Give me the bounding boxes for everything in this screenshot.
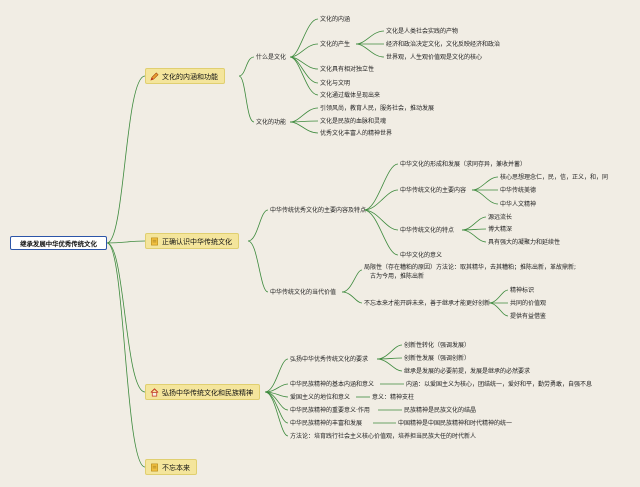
home-icon <box>150 388 159 397</box>
node-function-item[interactable]: 引领风尚，教育人民，服务社会，推动发展 <box>320 105 435 112</box>
node-patriotism-detail[interactable]: 意义：精神支柱 <box>372 394 415 401</box>
node-culture-carrier[interactable]: 文化通过载体呈现出来 <box>320 92 381 99</box>
node-culture-connotation[interactable]: 文化的内涵 <box>320 16 351 23</box>
node-forget-item[interactable]: 共同的价值观 <box>510 300 547 307</box>
node-significance[interactable]: 中华文化的意义 <box>400 252 443 259</box>
node-forget-origin[interactable]: 不忘本来才能开辟未来，善于继承才能更好创新 <box>364 300 491 307</box>
document-icon <box>151 237 158 246</box>
node-promote-item[interactable]: 继承是发展的必要前提，发展是继承的必然要求 <box>404 368 531 375</box>
node-main-item[interactable]: 中华人文精神 <box>500 201 537 208</box>
node-forget-item[interactable]: 精神标识 <box>510 287 535 294</box>
node-forget-item[interactable]: 提供有益借鉴 <box>510 313 547 320</box>
node-national-spirit[interactable]: 中华民族精神的基本内涵和意义 <box>290 381 375 388</box>
node-culture-origin[interactable]: 文化的产生 <box>320 41 351 48</box>
branch-culture-connotation[interactable]: 文化的内涵和功能 <box>145 68 225 84</box>
branch-not-forget-origin[interactable]: 不忘本来 <box>145 459 197 475</box>
node-origin-item[interactable]: 世界观，人生观价值观是文化的核心 <box>386 54 483 61</box>
pencil-icon <box>150 72 159 81</box>
node-spirit-detail[interactable]: 内涵：以爱国主义为核心，团结统一，爱好和平，勤劳勇敢，自强不息 <box>406 381 593 388</box>
node-promote-requirements[interactable]: 弘扬中华优秀传统文化的要求 <box>290 356 369 363</box>
node-limitation-cont[interactable]: 古为今用，推陈出新 <box>370 273 425 280</box>
node-contemporary-value[interactable]: 中华传统文化的当代价值 <box>270 289 337 296</box>
root-topic[interactable]: 继承发展中华优秀传统文化 <box>10 236 107 250</box>
node-limitation[interactable]: 局限性（存在糟粕的原因）方法论：取其精华，去其糟粕；推陈出新，革故鼎新; <box>364 264 577 271</box>
node-formation[interactable]: 中华文化的形成和发展（求同存异，兼收并蓄） <box>400 161 527 168</box>
node-origin-item[interactable]: 经济和政治决定文化，文化反映经济和政治 <box>386 41 501 48</box>
node-spirit-development[interactable]: 中华民族精神的丰富和发展 <box>290 420 363 427</box>
node-importance-detail[interactable]: 民族精神是民族文化的结晶 <box>404 407 477 414</box>
node-main-item[interactable]: 核心思想理念仁，民，信，正义，和，同 <box>500 174 609 181</box>
node-feature-item[interactable]: 具有强大的凝聚力和延续性 <box>488 239 561 246</box>
node-function-item[interactable]: 文化是民族的血脉和灵魂 <box>320 118 387 125</box>
node-main-item[interactable]: 中华传统美德 <box>500 187 537 194</box>
branch-national-spirit[interactable]: 弘扬中华传统文化和民族精神 <box>145 384 260 400</box>
node-methodology[interactable]: 方法论：培育践行社会主义核心价值观，培养担当民族大任的时代新人 <box>290 433 477 440</box>
node-origin-item[interactable]: 文化是人类社会实践的产物 <box>386 28 459 35</box>
branch-label: 弘扬中华传统文化和民族精神 <box>162 389 253 397</box>
node-function-item[interactable]: 优秀文化丰富人的精神世界 <box>320 130 393 137</box>
document-icon <box>151 463 158 472</box>
node-main-content-features[interactable]: 中华传统优秀文化的主要内容及特点 <box>270 207 367 214</box>
branch-label: 不忘本来 <box>162 464 190 472</box>
node-promote-item[interactable]: 创新性发展（强调创新） <box>404 355 471 362</box>
node-features[interactable]: 中华传统文化的特点 <box>400 227 455 234</box>
node-feature-item[interactable]: 博大精深 <box>488 226 513 233</box>
node-what-is-culture[interactable]: 什么是文化 <box>256 54 287 61</box>
node-main-content[interactable]: 中华传统文化的主要内容 <box>400 187 467 194</box>
branch-traditional-culture[interactable]: 正确认识中华传统文化 <box>145 233 239 249</box>
node-culture-civilization[interactable]: 文化与文明 <box>320 80 351 87</box>
node-rich-detail[interactable]: 中国精神是中国民族精神和时代精神的统一 <box>398 420 513 427</box>
node-feature-item[interactable]: 源远流长 <box>488 214 513 221</box>
node-culture-independence[interactable]: 文化具有相对独立性 <box>320 66 375 73</box>
branch-label: 文化的内涵和功能 <box>162 73 218 81</box>
branch-label: 正确认识中华传统文化 <box>162 238 232 246</box>
node-spirit-importance[interactable]: 中华民族精神的重要意义·作用 <box>290 407 370 414</box>
node-promote-item[interactable]: 创新性转化（强调发展） <box>404 342 471 349</box>
node-culture-function[interactable]: 文化的功能 <box>256 119 287 126</box>
node-patriotism[interactable]: 爱国主义的地位和意义 <box>290 394 351 401</box>
